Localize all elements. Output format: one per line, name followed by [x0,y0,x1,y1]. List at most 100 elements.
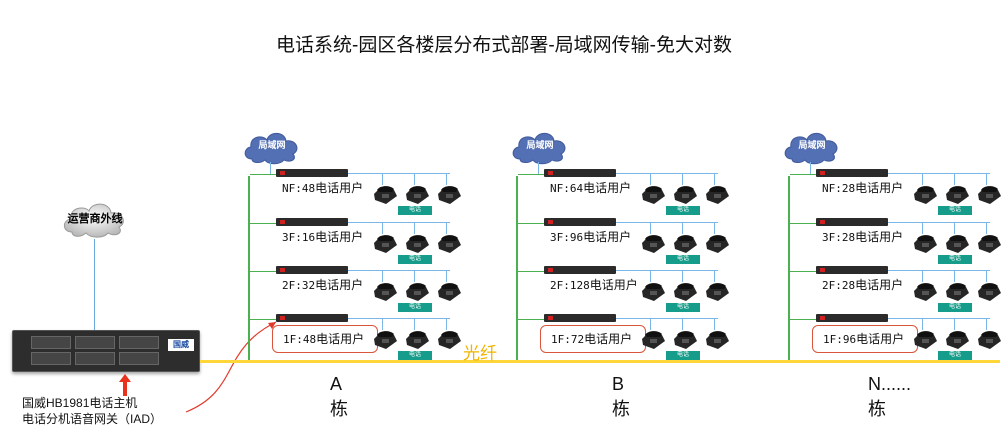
lan-cloud: 局域网 [508,126,572,166]
telephone-icon [946,283,969,301]
floor-branch [518,319,544,320]
phone-wire [954,173,955,185]
backbone-line [788,176,790,360]
telephone-icon [914,331,937,349]
phone-wire [348,318,450,319]
floor-label: 2F:128电话用户 [550,278,638,292]
network-switch [816,169,888,177]
telephone [640,281,666,303]
telephone-icon [946,186,969,204]
page-title: 电话系统-园区各楼层分布式部署-局域网传输-免大对数 [276,35,732,56]
phone-wire [650,173,651,185]
server-caption-gateway: 电话分机语音网关（IAD） [22,412,163,426]
network-switch [544,314,616,322]
floor-label: 1F:48电话用户 [272,325,378,353]
phone-wire [922,222,923,234]
telephone [912,329,938,351]
phone-wire [348,222,450,223]
cloud-icon [244,132,298,165]
phone-wire [414,222,415,234]
phone-wire [446,222,447,234]
user-count: 48 [302,333,317,346]
lan-cloud-label: 局域网 [526,140,554,150]
telephone-icon [374,283,397,301]
phone-wire [954,222,955,234]
telephone [404,233,430,255]
telephone-icon [438,283,461,301]
up-arrow-icon [119,374,131,396]
floor-code: NF [822,182,836,195]
hb1981-server: 国威 [12,330,200,372]
user-text: 电话用户 [315,230,364,244]
cloud-icon [512,132,566,165]
phone-badge: 电话 [938,206,972,215]
telephone [704,329,730,351]
phone-wire [414,318,415,330]
telephone-icon [706,331,729,349]
user-text: 电话用户 [583,230,632,244]
floor-code: 2F [282,279,296,292]
telephone-icon [978,283,1001,301]
telephone [672,281,698,303]
phone-wire [446,270,447,282]
phone-wire [714,270,715,282]
lan-cloud: 局域网 [780,126,844,166]
phone-badge: 电话 [398,303,432,312]
telephone-icon [438,186,461,204]
telephone-icon [642,186,665,204]
telephone-icon [406,331,429,349]
telephone-icon [946,331,969,349]
floor-code: 1F [283,333,297,346]
telephone-icon [406,186,429,204]
telephone [672,329,698,351]
floor-label: NF:64电话用户 [550,181,632,195]
phone-wire [616,173,718,174]
telephone [704,281,730,303]
floor-label: 1F:72电话用户 [540,325,646,353]
telephone-icon [978,186,1001,204]
user-count: 16 [301,231,316,244]
phone-wire [888,318,990,319]
user-count: 128 [569,279,590,292]
cloud-icon [63,203,124,238]
telephone [944,281,970,303]
floor-code: 2F [550,279,564,292]
floor-label: 1F:96电话用户 [812,325,918,353]
telephone-icon [914,235,937,253]
phone-wire [888,222,990,223]
user-count: 64 [569,182,584,195]
phone-wire [922,173,923,185]
phone-wire [682,270,683,282]
phone-badge: 电话 [666,303,700,312]
network-switch [276,314,348,322]
user-text: 电话用户 [315,181,364,195]
telephone [436,281,462,303]
fiber-line [200,360,1000,363]
server-logo: 国威 [168,339,194,351]
floor-label: NF:48电话用户 [282,181,364,195]
phone-badge: 电话 [666,206,700,215]
phone-badge: 电话 [398,351,432,360]
phone-wire [616,270,718,271]
telephone [976,281,1002,303]
telephone [912,233,938,255]
lan-cloud-label: 局域网 [798,140,826,150]
floor-code: 3F [822,231,836,244]
telephone-icon [438,331,461,349]
phone-wire [714,173,715,185]
phone-badge: 电话 [666,255,700,264]
telephone [640,184,666,206]
floor-label: 3F:28电话用户 [822,230,904,244]
user-text: 电话用户 [855,181,904,195]
user-text: 电话用户 [855,230,904,244]
telephone [912,281,938,303]
telephone [404,329,430,351]
operator-cloud: 运营商外线 [58,196,132,240]
lan-cloud-label: 局域网 [258,140,286,150]
phone-wire [954,270,955,282]
cloud-icon [784,132,838,165]
phone-wire [414,173,415,185]
floor-branch [518,223,544,224]
user-count: 28 [841,279,856,292]
